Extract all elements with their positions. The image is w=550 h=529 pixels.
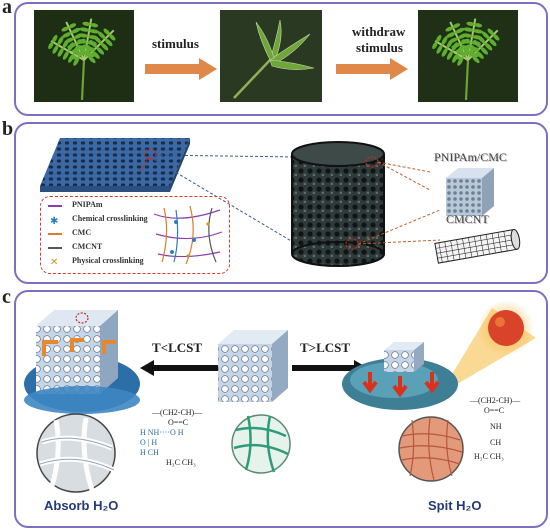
- label-pnipam-cmc: PNIPAm/CMC: [434, 150, 507, 164]
- arrow-to-right: [292, 360, 368, 376]
- gel-cube: [446, 168, 494, 216]
- chem-right-line-1: —(CH2-CH)—: [470, 396, 521, 405]
- withdraw-text-1: withdraw: [352, 24, 406, 39]
- swollen-gel-cube: [24, 310, 140, 414]
- legend-physical: Physical crosslinking: [72, 256, 144, 265]
- polymer-network: [153, 205, 223, 265]
- withdraw-stimulus-arrow: [336, 58, 408, 80]
- porous-sheet: [40, 138, 190, 192]
- arrow-to-left: [140, 360, 222, 376]
- network-legend-box: [40, 196, 230, 274]
- chem-right-line-3: NH: [490, 422, 502, 431]
- leader-lines-cylinder: [357, 161, 441, 245]
- center-gel-cube: [218, 330, 288, 402]
- legend-chemical: Chemical crosslinking: [72, 214, 148, 223]
- legend-cmcnt: CMCNT: [72, 242, 103, 251]
- absorb-water-label: Absorb H₂O: [44, 498, 119, 513]
- cmcnt-legend-line: [48, 247, 62, 249]
- chem-left-line-2: O==C: [168, 418, 189, 427]
- pnipam-legend-line: [48, 205, 62, 207]
- shrunken-zoom-circle: [398, 416, 464, 482]
- chem-right-line-2: O==C: [484, 406, 505, 415]
- panel-a-label: a: [2, 0, 12, 18]
- chem-left-line-3: H NH····O H: [140, 428, 184, 437]
- legend-cmc: CMC: [72, 228, 92, 237]
- chemical-crosslink-icon: ✱: [50, 216, 59, 227]
- plant-photo-reopen: [418, 10, 518, 102]
- porous-cylinder: [291, 141, 385, 267]
- swollen-zoom-circle: [36, 413, 116, 493]
- plant-photo-closed: [220, 10, 322, 102]
- withdraw-text-2: stimulus: [356, 40, 403, 55]
- physical-crosslink-icon: ✕: [50, 257, 59, 268]
- chem-left-line-6: H₃C CH₃: [166, 458, 196, 467]
- t-lower-lcst: T<LCST: [152, 340, 203, 355]
- spit-water-label: Spit H₂O: [428, 498, 482, 513]
- cmc-legend-line: [48, 233, 62, 235]
- stimulus-text: stimulus: [152, 36, 199, 51]
- t-higher-lcst: T>LCST: [300, 340, 351, 355]
- plant-photo-open: [34, 10, 134, 102]
- legend-list: PNIPAm ✱ Chemical crosslinking CMC CMCNT…: [48, 200, 158, 270]
- hydrogen-bond-structure: —(CH2-CH)— O==C H NH····O H O | H H CH H…: [140, 408, 236, 468]
- chem-left-line-4: O | H: [140, 438, 158, 447]
- panel-c-label: c: [2, 286, 11, 308]
- center-zoom-circle: [231, 414, 291, 474]
- shrunken-gel: [342, 342, 458, 410]
- chem-left-line-1: —(CH2-CH)—: [152, 408, 203, 417]
- legend-pnipam: PNIPAm: [72, 200, 103, 209]
- chem-right-line-5: H₃C CH₃: [474, 452, 504, 461]
- dehydrated-structure: —(CH2-CH)— O==C NH CH H₃C CH₃: [470, 396, 546, 462]
- chem-right-line-4: CH: [490, 438, 502, 447]
- panel-b-label: b: [2, 118, 14, 140]
- stimulus-arrow: [145, 58, 217, 80]
- sun-icon: [440, 300, 536, 394]
- chem-left-line-5: H CH: [140, 448, 159, 457]
- carbon-nanotube: [434, 228, 521, 264]
- label-cmcnt: CMCNT: [446, 212, 489, 226]
